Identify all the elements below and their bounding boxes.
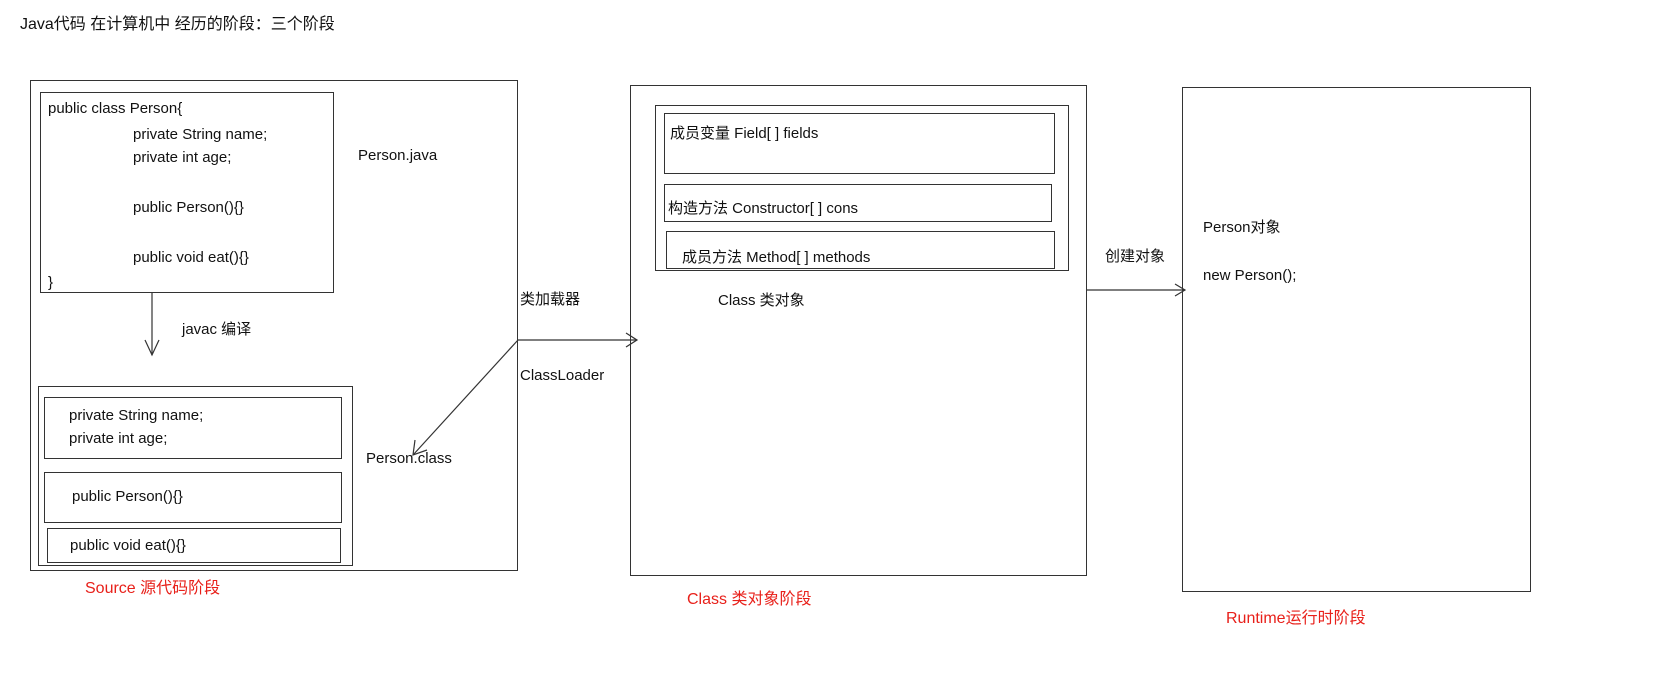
class-fields-box	[44, 397, 342, 459]
create-object-arrow	[1087, 283, 1187, 297]
person-java-code-box	[40, 92, 334, 293]
member-methods: 成员方法 Method[ ] methods	[682, 249, 871, 266]
loader-label-cn: 类加载器	[520, 291, 581, 308]
class-stage-box	[630, 85, 1087, 576]
compile-arrow	[144, 293, 160, 357]
class-method-box	[47, 528, 341, 563]
methods-box	[666, 231, 1055, 269]
member-fields: 成员变量 Field[ ] fields	[670, 125, 819, 142]
loader-label-en: ClassLoader	[520, 367, 605, 384]
file-person-class: Person.class	[366, 450, 452, 467]
member-constructors: 构造方法 Constructor[ ] cons	[668, 200, 859, 217]
class-part: private String name;	[69, 407, 204, 424]
source-stage-box	[30, 80, 518, 571]
source-stage-label: Source 源代码阶段	[85, 580, 221, 597]
runtime-stage-box	[1182, 87, 1531, 592]
file-person-java: Person.java	[358, 147, 438, 164]
class-object-caption: Class 类对象	[718, 292, 805, 309]
code-line: private int age;	[133, 149, 232, 166]
constructors-box	[664, 184, 1052, 222]
fields-box	[664, 113, 1055, 174]
compile-label: javac 编译	[182, 321, 252, 338]
code-line: public class Person{	[48, 100, 183, 117]
create-object-label: 创建对象	[1105, 248, 1166, 265]
person-class-box	[38, 386, 353, 566]
person-object-label: Person对象	[1203, 219, 1281, 236]
runtime-stage-label: Runtime运行时阶段	[1226, 610, 1366, 627]
class-object-box	[655, 105, 1069, 271]
class-part: public Person(){}	[72, 488, 183, 505]
class-constructor-box	[44, 472, 342, 523]
diagram-title: Java代码 在计算机中 经历的阶段：三个阶段	[20, 16, 335, 33]
class-stage-label: Class 类对象阶段	[687, 591, 812, 608]
load-arrow	[518, 332, 639, 348]
code-line: public Person(){}	[133, 199, 244, 216]
class-part: private int age;	[69, 430, 168, 447]
new-person-code: new Person();	[1203, 267, 1297, 284]
classfile-arrow	[412, 339, 519, 456]
code-line: public void eat(){}	[133, 249, 249, 266]
class-part: public void eat(){}	[70, 537, 186, 554]
code-line: }	[48, 274, 54, 291]
code-line: private String name;	[133, 126, 268, 143]
